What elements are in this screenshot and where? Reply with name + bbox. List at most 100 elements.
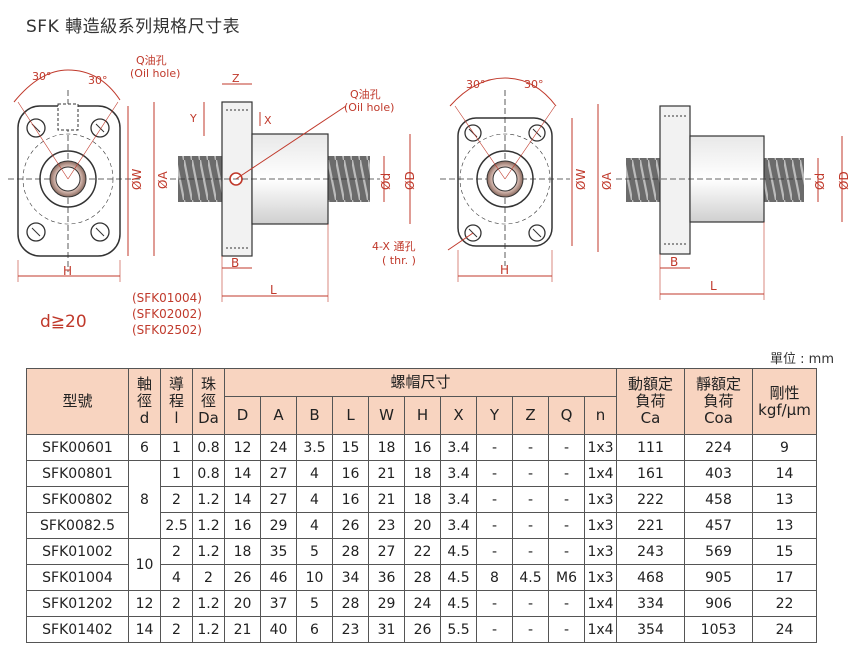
cell-lead: 2 xyxy=(160,616,193,643)
cell-nut-dim: 1x3 xyxy=(584,486,617,513)
cell-nut-dim: 3.4 xyxy=(440,512,477,539)
cell-shaft-dia: 12 xyxy=(128,590,161,617)
cell-static-load: 403 xyxy=(684,460,753,487)
cell-nut-dim: 18 xyxy=(404,486,441,513)
cell-nut-dim: - xyxy=(548,616,585,643)
cell-nut-dim: 36 xyxy=(368,564,405,591)
cell-nut-dim: 14 xyxy=(224,486,261,513)
cell-nut-dim: 5 xyxy=(296,538,333,565)
cell-nut-dim: - xyxy=(548,590,585,617)
cell-nut-dim: - xyxy=(548,486,585,513)
header-model: 型號 xyxy=(26,368,129,435)
header-nut-col: Y xyxy=(476,396,513,435)
cell-nut-dim: - xyxy=(476,590,513,617)
cell-ball-dia: 1.2 xyxy=(192,486,225,513)
cell-model: SFK01202 xyxy=(26,590,129,617)
cell-shaft-dia: 6 xyxy=(128,434,161,461)
series-model-note: (SFK01004) (SFK02002) (SFK02502) xyxy=(132,290,202,338)
cell-nut-dim: 27 xyxy=(368,538,405,565)
dim-h-left: H xyxy=(63,264,72,278)
cell-rigidity: 15 xyxy=(752,538,817,565)
unit-label: 單位 : mm xyxy=(770,352,834,367)
cell-nut-dim: M6 xyxy=(548,564,585,591)
cell-nut-dim: 26 xyxy=(224,564,261,591)
header-nut-col: Q xyxy=(548,396,585,435)
cell-nut-dim: 24 xyxy=(260,434,297,461)
cell-nut-dim: 16 xyxy=(224,512,261,539)
cell-nut-dim: 29 xyxy=(368,590,405,617)
header-nut-dimensions: 螺帽尺寸 xyxy=(224,368,617,397)
cell-nut-dim: 27 xyxy=(260,486,297,513)
dim-D-left: ØD xyxy=(403,171,417,190)
cell-nut-dim: - xyxy=(512,486,549,513)
cell-model: SFK0082.5 xyxy=(26,512,129,539)
cell-nut-dim: 16 xyxy=(404,434,441,461)
cell-nut-dim: 21 xyxy=(368,460,405,487)
cell-static-load: 224 xyxy=(684,434,753,461)
cell-nut-dim: 1x4 xyxy=(584,616,617,643)
cell-ball-dia: 0.8 xyxy=(192,434,225,461)
cell-dynamic-load: 468 xyxy=(616,564,685,591)
cell-rigidity: 22 xyxy=(752,590,817,617)
cell-nut-dim: - xyxy=(476,434,513,461)
cell-nut-dim: 31 xyxy=(368,616,405,643)
technical-drawings: 30° 30° Q油孔 (Oil hole) H ØW ØA Z Y X Q油孔… xyxy=(8,53,851,302)
cell-nut-dim: 8 xyxy=(476,564,513,591)
cell-nut-dim: 18 xyxy=(404,460,441,487)
dim-d-left: Ød xyxy=(379,173,393,190)
cell-nut-dim: 1x4 xyxy=(584,460,617,487)
cell-nut-dim: 12 xyxy=(224,434,261,461)
dim-h-right: H xyxy=(500,263,509,277)
cell-nut-dim: 3.4 xyxy=(440,434,477,461)
cell-model: SFK01004 xyxy=(26,564,129,591)
cell-nut-dim: 3.4 xyxy=(440,460,477,487)
cell-nut-dim: 6 xyxy=(296,616,333,643)
header-ball-dia: 珠 徑 Da xyxy=(192,368,225,435)
cell-lead: 1 xyxy=(160,434,193,461)
cell-lead: 4 xyxy=(160,564,193,591)
header-nut-col: Z xyxy=(512,396,549,435)
oil-hole-label-left: Q油孔 xyxy=(136,53,167,67)
cell-nut-dim: - xyxy=(548,460,585,487)
header-static-load: 靜額定 負荷 Coa xyxy=(684,368,753,435)
cell-nut-dim: - xyxy=(476,512,513,539)
series-model-3: (SFK02502) xyxy=(132,323,202,337)
cell-static-load: 905 xyxy=(684,564,753,591)
dim-x-left: X xyxy=(264,114,272,127)
cell-static-load: 1053 xyxy=(684,616,753,643)
cell-nut-dim: 4.5 xyxy=(440,564,477,591)
cell-nut-dim: 28 xyxy=(404,564,441,591)
cell-model: SFK00802 xyxy=(26,486,129,513)
cell-nut-dim: 20 xyxy=(404,512,441,539)
cell-nut-dim: - xyxy=(548,538,585,565)
cell-nut-dim: 46 xyxy=(260,564,297,591)
cell-static-load: 569 xyxy=(684,538,753,565)
cell-nut-dim: - xyxy=(512,460,549,487)
cell-nut-dim: - xyxy=(476,538,513,565)
cell-lead: 2 xyxy=(160,538,193,565)
series-model-2: (SFK02002) xyxy=(132,307,202,321)
dim-d-right: Ød xyxy=(813,173,827,190)
cell-nut-dim: 4 xyxy=(296,512,333,539)
cell-shaft-dia: 14 xyxy=(128,616,161,643)
cell-nut-dim: 4.5 xyxy=(512,564,549,591)
cell-nut-dim: 3.4 xyxy=(440,486,477,513)
cell-model: SFK00601 xyxy=(26,434,129,461)
cell-nut-dim: 18 xyxy=(224,538,261,565)
cell-nut-dim: 4 xyxy=(296,486,333,513)
through-hole-label: 4-X 通孔 xyxy=(372,240,415,253)
oil-hole-label-mid-en: (Oil hole) xyxy=(344,101,394,114)
cell-nut-dim: 26 xyxy=(404,616,441,643)
cell-nut-dim: 22 xyxy=(404,538,441,565)
cell-nut-dim: 24 xyxy=(404,590,441,617)
cell-lead: 2 xyxy=(160,590,193,617)
cell-ball-dia: 0.8 xyxy=(192,460,225,487)
header-nut-col: n xyxy=(584,396,617,435)
cell-rigidity: 9 xyxy=(752,434,817,461)
header-nut-col: B xyxy=(296,396,333,435)
cell-nut-dim: 4.5 xyxy=(440,590,477,617)
